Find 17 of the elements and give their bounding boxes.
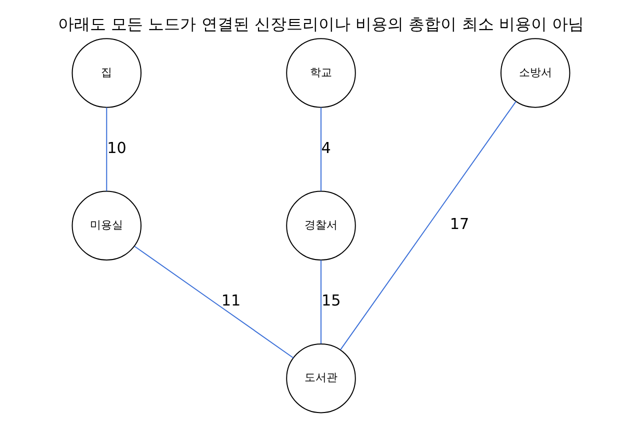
connector <box>320 107 322 192</box>
edge-label: 11 <box>221 292 241 310</box>
node-circle: 미용실 <box>72 190 142 261</box>
node-circle: 집 <box>72 38 142 108</box>
node-circle: 학교 <box>286 38 356 108</box>
edge-label: 4 <box>321 138 331 157</box>
connector <box>106 107 108 192</box>
connector <box>320 260 322 344</box>
connector <box>134 246 294 358</box>
edge-label: 15 <box>321 292 341 310</box>
node-circle: 경찰서 <box>286 190 356 261</box>
node-circle: 소방서 <box>500 38 570 108</box>
connector <box>340 101 516 350</box>
node-circle: 도서관 <box>286 343 356 414</box>
edge-label: 10 <box>107 138 126 157</box>
diagram-title: 아래도 모든 노드가 연결된 신장트리이나 비용의 총합이 최소 비용이 아님 <box>58 14 584 34</box>
edge-label: 17 <box>450 215 470 234</box>
